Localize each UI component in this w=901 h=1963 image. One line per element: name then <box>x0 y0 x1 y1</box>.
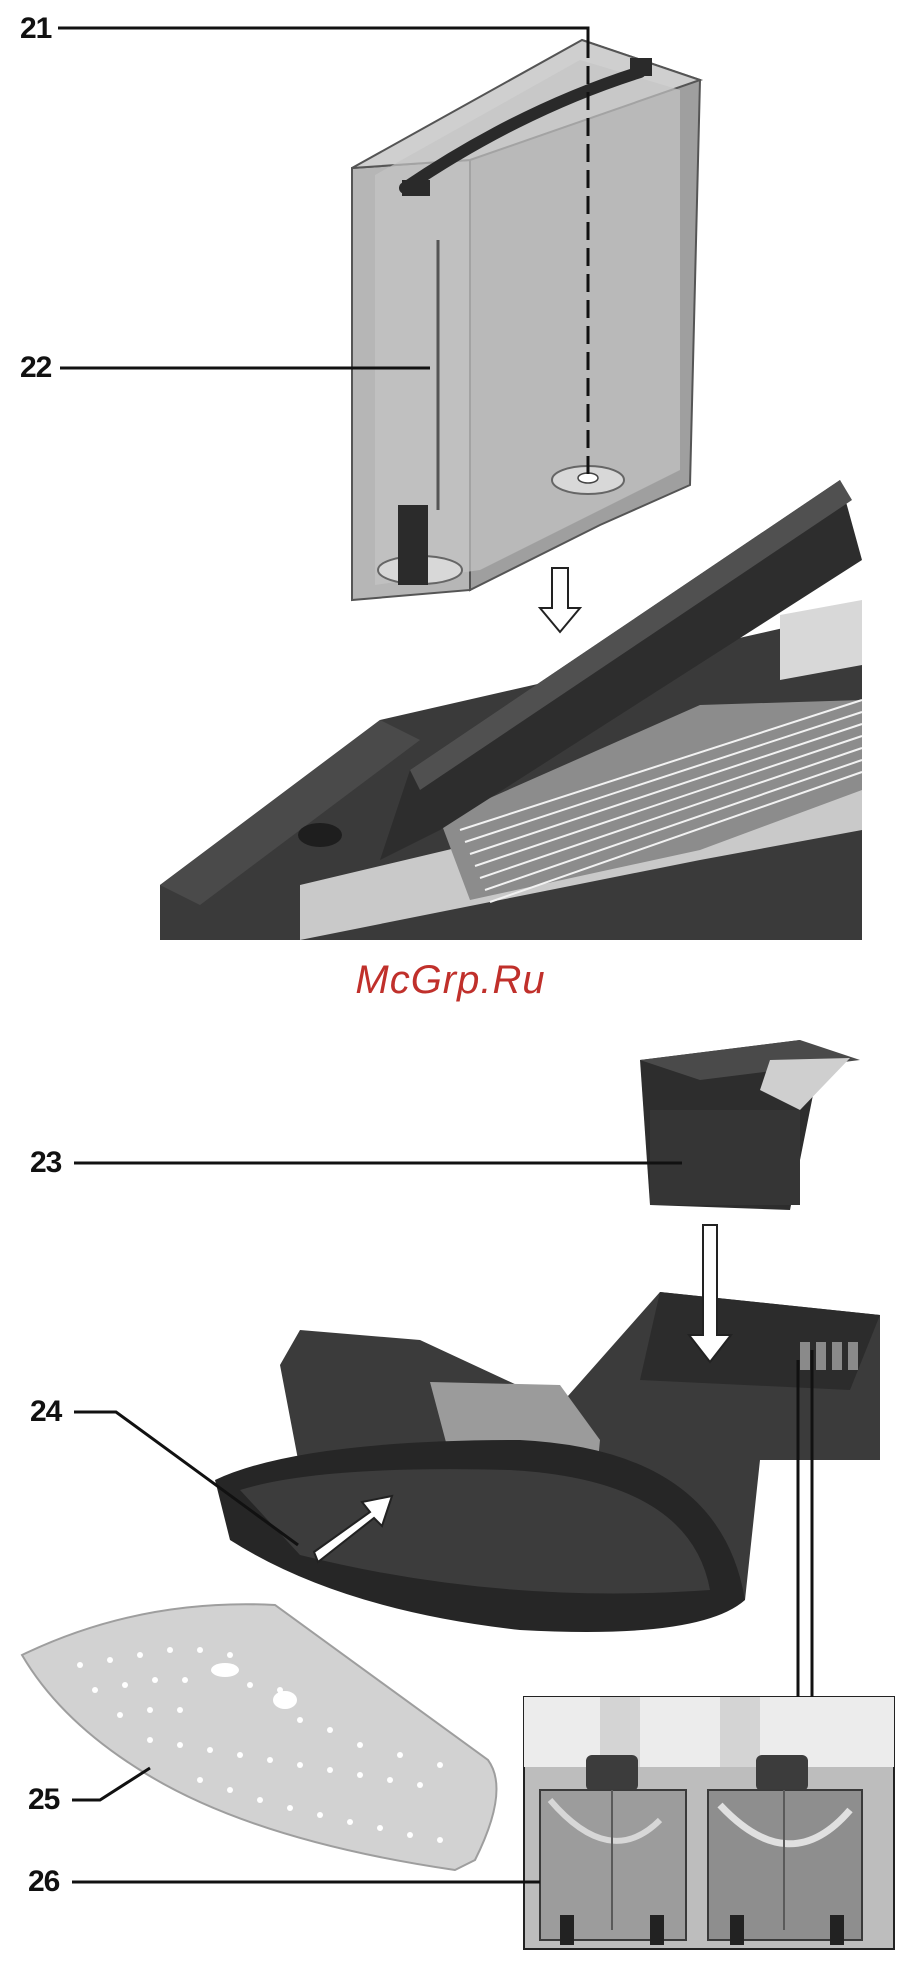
drip-tray-illustration <box>215 1292 880 1632</box>
callout-26: 26 <box>28 1867 59 1897</box>
grounds-container-illustration <box>640 1040 860 1210</box>
callout-23: 23 <box>30 1148 61 1178</box>
callout-22: 22 <box>20 353 51 383</box>
callout-24: 24 <box>30 1397 61 1427</box>
watermark: McGrp.Ru <box>0 958 901 1003</box>
drip-plate-illustration <box>22 1604 496 1870</box>
callout-25: 25 <box>28 1785 59 1815</box>
leader-line-21 <box>58 28 588 45</box>
leader-line-25 <box>72 1768 150 1800</box>
float-detail-inset <box>524 1697 894 1949</box>
container-insert-arrow-icon <box>689 1225 731 1362</box>
insert-arrow-icon <box>540 568 580 632</box>
water-tank-illustration <box>352 40 700 600</box>
callout-21: 21 <box>20 14 51 44</box>
